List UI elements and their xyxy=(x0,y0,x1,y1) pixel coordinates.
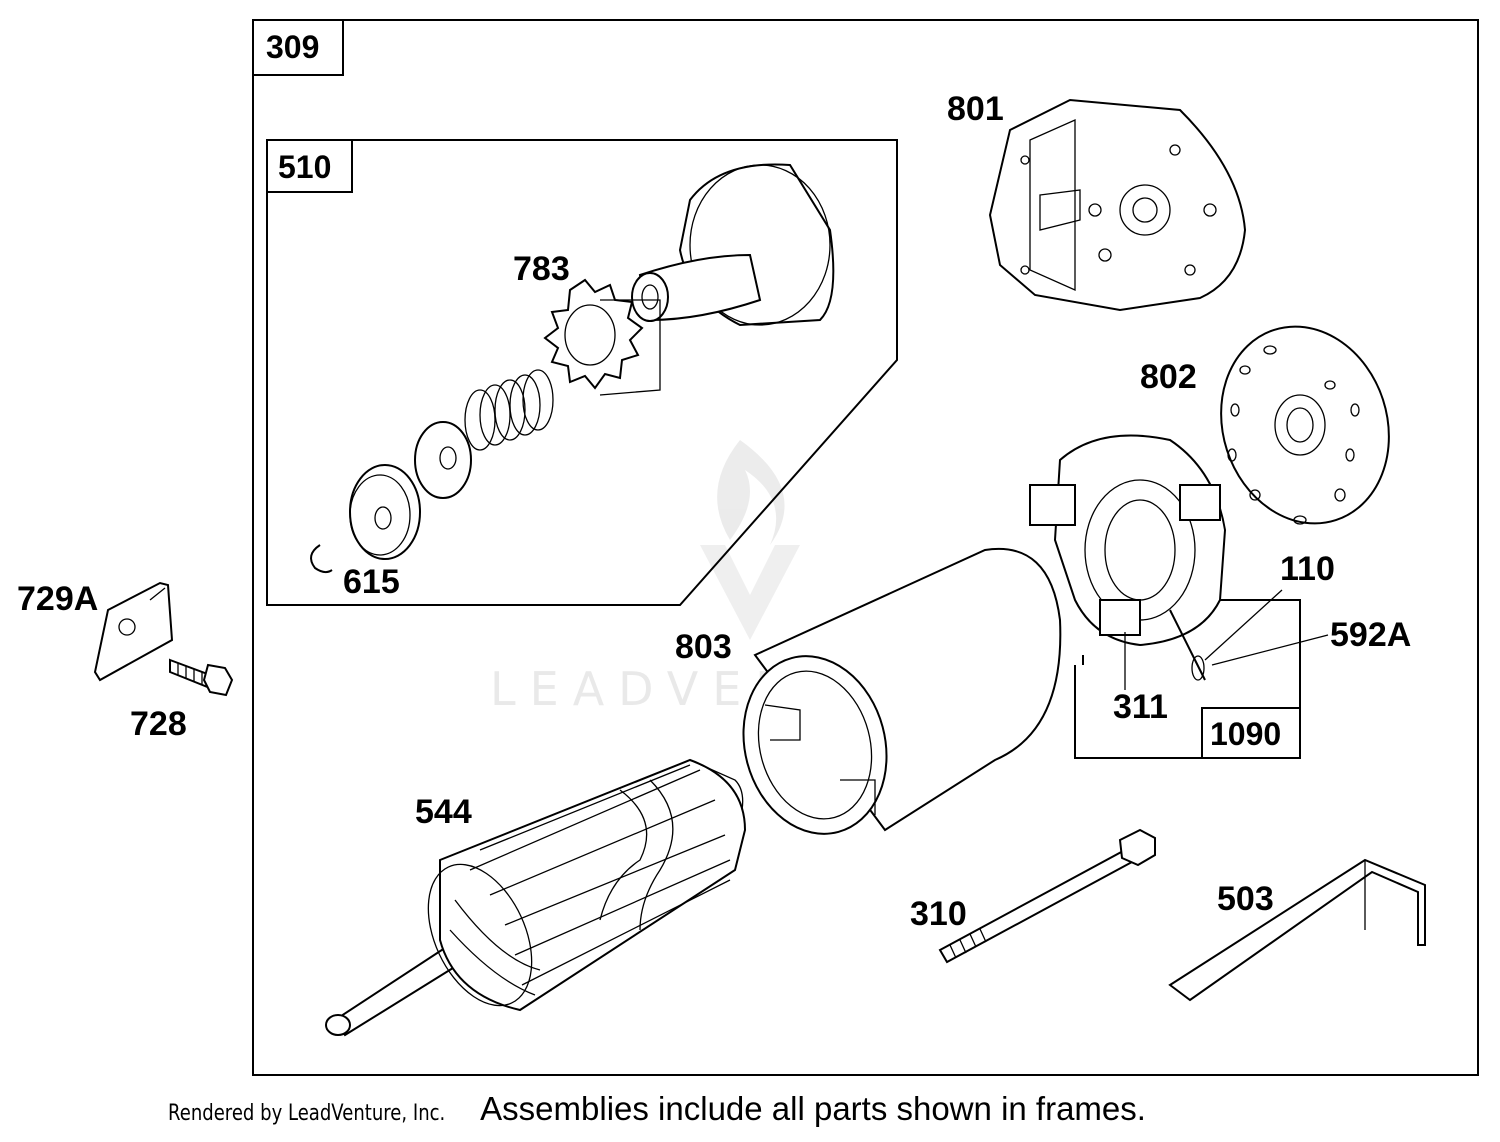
part-728-screw xyxy=(169,658,234,697)
frame-309 xyxy=(252,19,1479,1076)
frame-510-tag xyxy=(266,139,353,193)
frame-510 xyxy=(266,139,898,606)
watermark-v-icon xyxy=(700,545,800,640)
label-110: 110 xyxy=(1280,550,1335,588)
part-544-armature xyxy=(325,758,747,1037)
label-309: 309 xyxy=(266,29,319,65)
part-311-brush-holder xyxy=(1029,434,1227,681)
footer-credit: Rendered by LeadVenture, Inc. xyxy=(168,1101,446,1126)
part-503-strap xyxy=(1168,858,1426,1002)
part-310-through-bolt xyxy=(938,828,1156,964)
frame-1090-tag xyxy=(1201,707,1301,759)
label-783: 783 xyxy=(513,250,570,288)
label-615: 615 xyxy=(343,563,400,601)
label-803: 803 xyxy=(675,628,732,666)
part-803-motor-housing xyxy=(742,547,1062,835)
part-801-end-bracket xyxy=(988,98,1247,312)
footer: Rendered by LeadVenture, Inc. Assemblies… xyxy=(168,1090,1146,1128)
part-spring xyxy=(464,369,554,451)
label-729a: 729A xyxy=(17,580,98,618)
part-615-retaining-ring xyxy=(310,544,333,574)
part-783-gear xyxy=(543,278,661,396)
part-729a-bracket xyxy=(93,581,174,682)
label-544: 544 xyxy=(415,793,472,831)
part-collar xyxy=(349,464,421,560)
leader-592a xyxy=(1211,634,1329,666)
label-801: 801 xyxy=(947,90,1004,128)
label-503: 503 xyxy=(1217,880,1274,918)
watermark-flame-icon xyxy=(717,440,785,545)
label-592a: 592A xyxy=(1330,616,1411,654)
label-802: 802 xyxy=(1140,358,1197,396)
footer-note: Assemblies include all parts shown in fr… xyxy=(480,1090,1146,1127)
label-1090: 1090 xyxy=(1210,716,1281,752)
leader-110 xyxy=(1204,589,1283,661)
part-washer xyxy=(414,421,472,499)
label-311: 311 xyxy=(1113,688,1168,726)
part-783-drive-assembly xyxy=(631,163,835,327)
label-510: 510 xyxy=(278,149,331,185)
frame-309-tag xyxy=(252,19,344,76)
label-310: 310 xyxy=(910,895,967,933)
part-802-end-plate xyxy=(1220,325,1390,525)
label-728: 728 xyxy=(130,705,187,743)
